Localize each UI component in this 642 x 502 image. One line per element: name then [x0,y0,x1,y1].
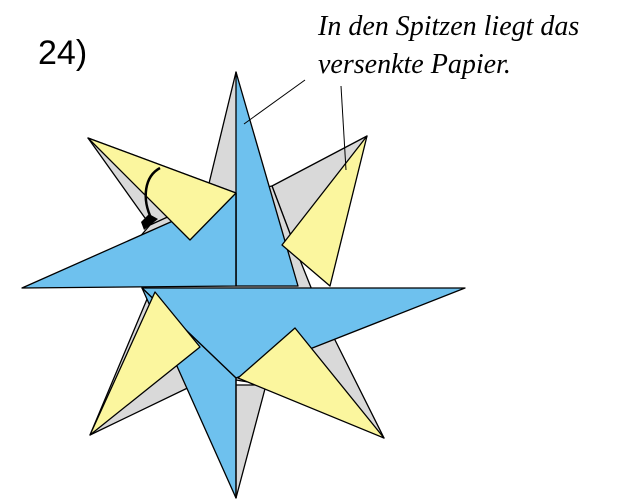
leader-line-left [243,79,306,125]
blue-panel-top [235,71,299,287]
yellow-flap-lower-left [89,291,201,436]
yellow-flap-upper-right [281,135,368,287]
yellow-flap-lower-right [237,327,385,439]
step-number: 24) [38,34,88,72]
yellow-flap-upper-left [87,137,237,241]
annotation-line-1: In den Spitzen liegt das [318,11,580,42]
annotation-line-2: versenkte Papier. [318,49,511,80]
fold-arrow-icon [141,166,161,230]
annotation-text: In den Spitzen liegt das versenkte Papie… [318,8,579,84]
leader-line-right [340,85,347,171]
